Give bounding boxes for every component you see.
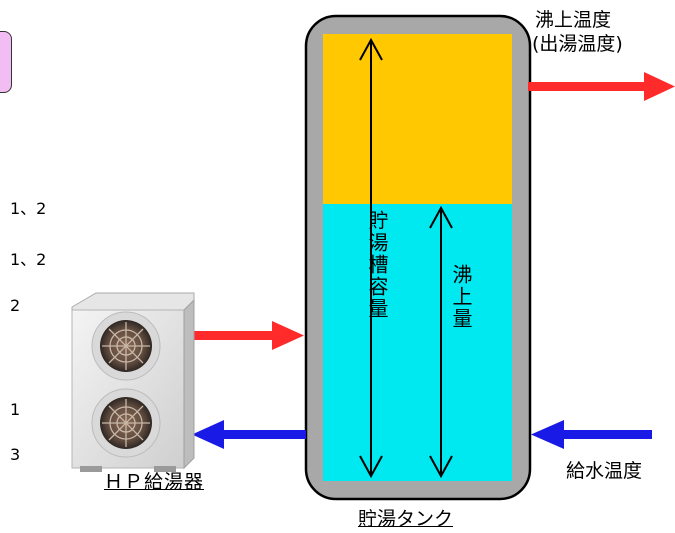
hp-to-tank-arrow (190, 321, 304, 350)
side-label-3: 2 (10, 296, 21, 315)
boiled-amount-arrow (429, 205, 453, 479)
tank-cold-zone (323, 204, 512, 481)
legend-box-partial (0, 31, 12, 93)
heat-pump-unit (71, 292, 195, 472)
cold-inlet-arrow (531, 420, 652, 449)
side-label-1: 1、2 (10, 199, 47, 218)
boiled-amount-label: 沸上量 (449, 264, 473, 330)
outlet-temp-label-line1: 沸上温度 (535, 9, 612, 31)
fan-icon-bottom (91, 388, 161, 458)
fan-icon-top (91, 311, 161, 381)
inlet-temp-label: 給水温度 (566, 460, 643, 482)
tank-hot-zone (323, 34, 512, 204)
outlet-temp-label-line2: (出湯温度) (532, 33, 623, 55)
storage-tank (304, 14, 532, 501)
side-label-4: 1 (10, 400, 21, 419)
capacity-arrow (359, 37, 383, 479)
tank-capacity-label: 貯湯槽容量 (365, 210, 389, 320)
hot-outlet-arrow (528, 72, 675, 101)
side-label-5: 3 (10, 445, 21, 464)
heat-pump-caption: ＨＰ給湯器 (104, 471, 205, 493)
side-label-2: 1、2 (10, 250, 47, 269)
tank-to-hp-arrow (192, 420, 306, 449)
tank-caption: 貯湯タンク (358, 508, 454, 530)
